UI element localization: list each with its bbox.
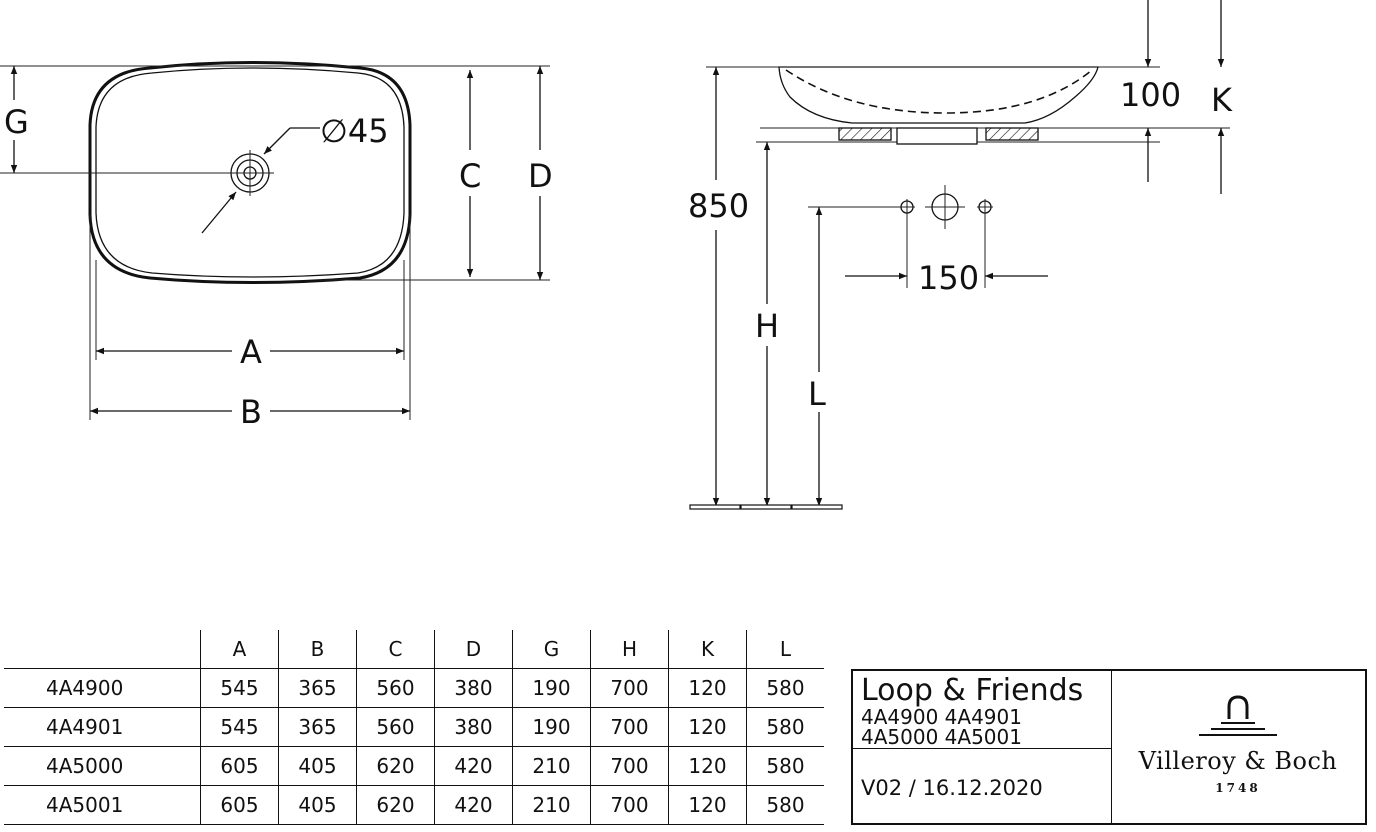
table-cell: 190 [512,707,591,747]
table-cell: 605 [200,746,279,786]
dim-label-k: K [1211,81,1233,119]
table-cell: 620 [356,746,435,786]
version-date: V02 / 16.12.2020 [861,776,1043,800]
table-row: 4A4901 545 365 560 380 190 700 120 580 [4,707,824,747]
table-cell: 120 [668,746,747,786]
table-header-k: K [668,630,747,669]
counter-section-left [838,127,892,141]
table-header-l: L [746,630,824,669]
table-cell-model: 4A4900 [4,668,201,708]
table-cell: 120 [668,668,747,708]
table-cell: 700 [590,668,669,708]
table-row: 4A5001 605 405 620 420 210 700 120 580 [4,785,824,825]
table-cell-model: 4A4901 [4,707,201,747]
brand-name: Villeroy & Boch [1138,747,1338,775]
table-cell: 580 [746,746,824,786]
table-cell: 120 [668,785,747,825]
table-cell: 560 [356,668,435,708]
brand-logo: Villeroy & Boch 1748 [1111,671,1365,823]
waterfall-arch-icon [1199,695,1277,736]
table-cell: 210 [512,746,591,786]
table-cell: 700 [590,785,669,825]
table-cell: 580 [746,668,824,708]
table-cell: 580 [746,707,824,747]
table-cell: 560 [356,707,435,747]
table-cell: 605 [200,785,279,825]
table-cell: 620 [356,785,435,825]
dimensions-table: A B C D G H K L 4A4900 545 365 560 380 1… [4,630,824,825]
table-cell: 120 [668,707,747,747]
tap-hole-left-icon [899,199,915,215]
bowl-profile [778,66,1099,124]
technical-drawing: G C D A B ∅45 [0,0,1233,510]
dim-label-c: C [459,157,481,195]
model-numbers-line-2: 4A5000 4A5001 [861,725,1022,749]
dim-label-d: D [528,157,553,195]
drain-diameter-label: ∅45 [320,112,389,150]
dim-label-150: 150 [918,259,979,297]
table-header-a: A [200,630,279,669]
tap-hole-right-icon [977,199,993,215]
counter-section-right [985,127,1039,141]
table-cell: 700 [590,707,669,747]
table-cell: 420 [434,746,513,786]
floor-plate-1 [689,504,741,510]
table-cell-model: 4A5001 [4,785,201,825]
drain-fitting [896,127,978,145]
dim-label-100: 100 [1120,76,1181,114]
table-cell: 365 [278,707,357,747]
model-numbers-line-1: 4A4900 4A4901 [861,705,1022,729]
table-cell: 380 [434,668,513,708]
table-cell: 405 [278,746,357,786]
table-cell: 420 [434,785,513,825]
title-block-info-column: Loop & Friends 4A4900 4A4901 4A5000 4A50… [853,671,1112,823]
dim-label-l: L [808,375,826,413]
brand-year: 1748 [1215,781,1261,795]
table-header-b: B [278,630,357,669]
table-header-model [4,630,201,669]
table-cell: 700 [590,746,669,786]
table-cell: 545 [200,668,279,708]
table-cell: 405 [278,785,357,825]
table-cell: 210 [512,785,591,825]
top-view: G C D A B ∅45 [0,61,553,431]
tap-hole-center-icon [925,185,965,229]
title-block: Loop & Friends 4A4900 4A4901 4A5000 4A50… [851,669,1367,825]
dim-label-850: 850 [688,187,749,225]
floor-plate-2 [740,504,792,510]
bowl-inner-dashed [785,69,1093,114]
table-header-g: G [512,630,591,669]
table-header-row: A B C D G H K L [4,630,824,669]
dim-label-h: H [755,307,779,345]
floor-plate-3 [791,504,843,510]
drain-icon [226,150,274,196]
table-cell: 580 [746,785,824,825]
table-cell: 545 [200,707,279,747]
table-row: 4A4900 545 365 560 380 190 700 120 580 [4,668,824,708]
table-header-d: D [434,630,513,669]
side-view: 850 H L 100 K [688,0,1233,510]
basin-outline-inner [95,67,405,278]
series-name: Loop & Friends [861,673,1084,708]
table-cell: 190 [512,668,591,708]
dim-label-g: G [4,103,29,141]
dim-label-b: B [240,393,262,431]
table-row: 4A5000 605 405 620 420 210 700 120 580 [4,746,824,786]
table-cell-model: 4A5000 [4,746,201,786]
title-block-product-info: Loop & Friends 4A4900 4A4901 4A5000 4A50… [853,671,1111,749]
table-header-h: H [590,630,669,669]
table-cell: 365 [278,668,357,708]
table-header-c: C [356,630,435,669]
dim-label-a: A [240,333,262,371]
table-cell: 380 [434,707,513,747]
